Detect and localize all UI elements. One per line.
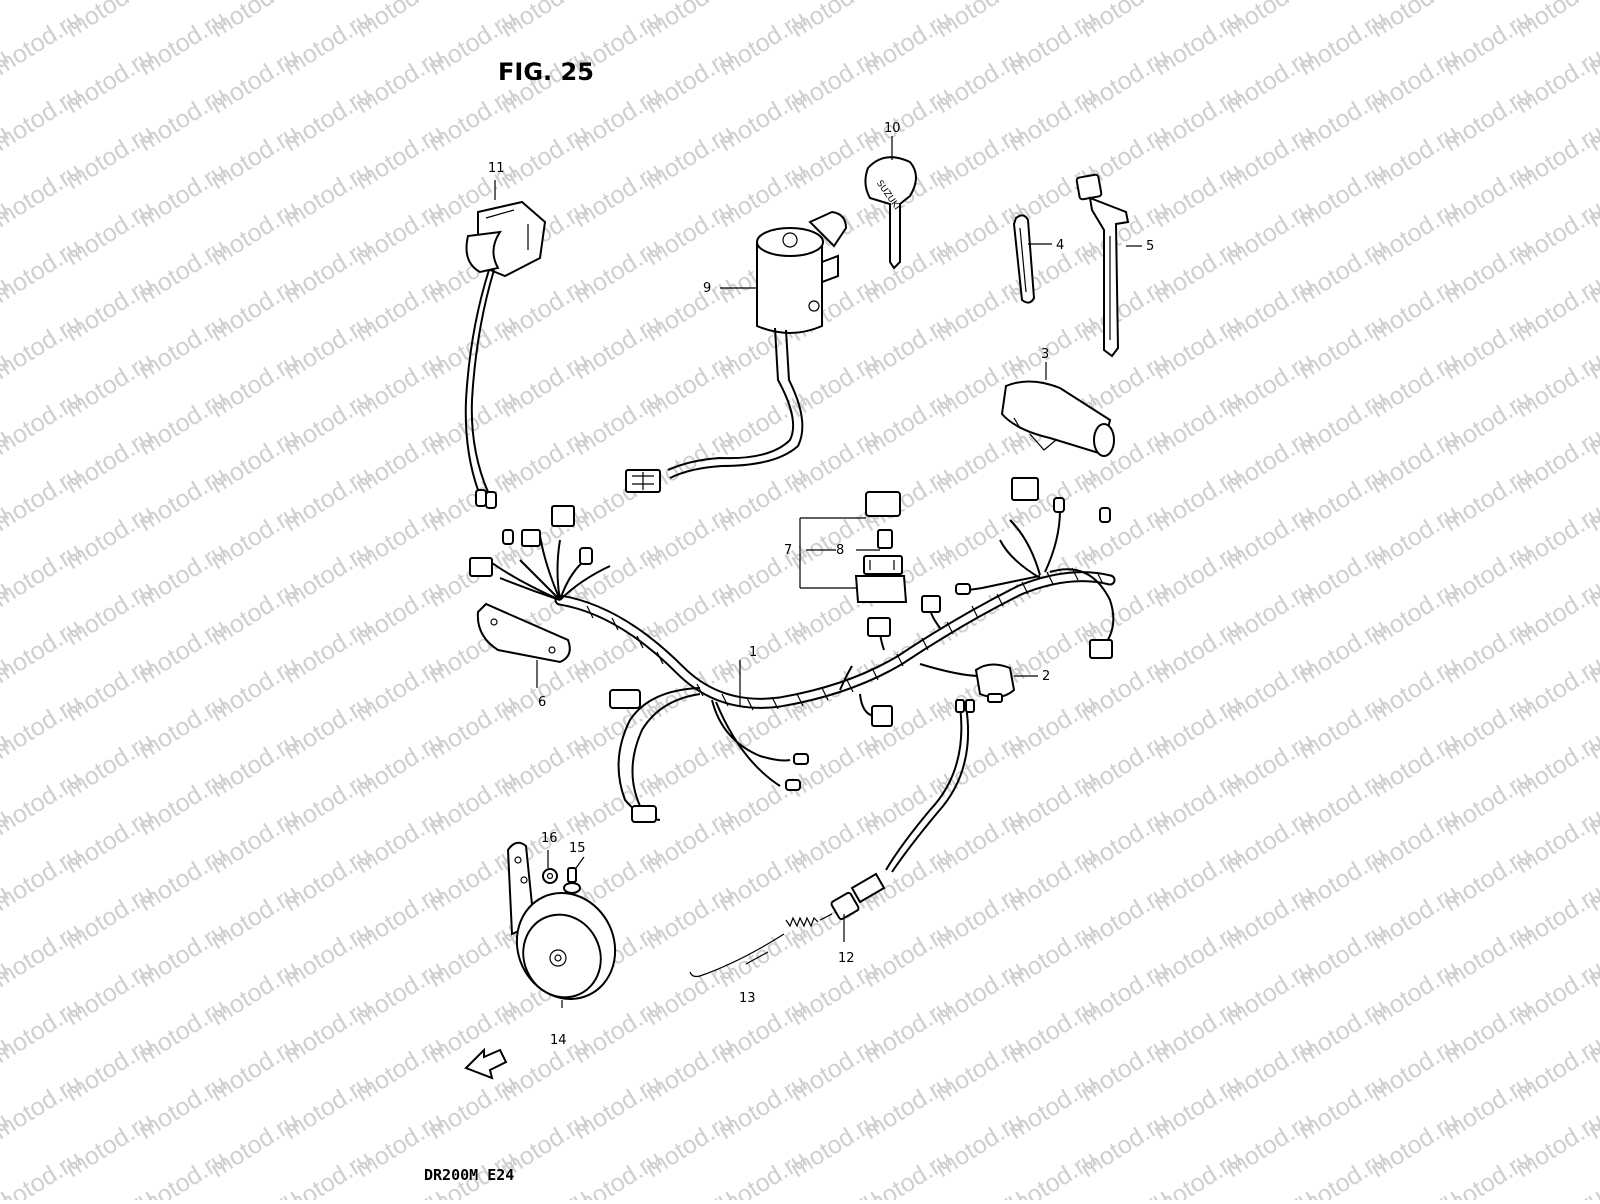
watermark-text: motod.ru: [1148, 0, 1247, 5]
harness-wrap-mark: [921, 637, 929, 651]
ignition-coil-part: [1000, 380, 1115, 457]
watermark-text: motod.ru: [0, 0, 87, 5]
harness-wrap-mark: [636, 635, 644, 649]
harness-wrap-mark: [821, 687, 829, 701]
screw-part: [563, 867, 581, 894]
watermark-text: motod.ru: [0, 1069, 87, 1145]
harness-wrap-mark: [611, 617, 619, 631]
harness-wrap-mark: [796, 693, 804, 707]
callout-2: 2: [1042, 669, 1050, 684]
watermark-text: motod.ru: [205, 1183, 304, 1200]
callout-6: 6: [538, 695, 546, 710]
watermark-text: motod.ru: [1293, 0, 1392, 5]
harness-wrap-mark: [746, 697, 754, 711]
return-spring-part: [689, 916, 819, 978]
callout-7: 7: [784, 543, 792, 558]
harness-wrap-mark: [586, 605, 594, 619]
callout-13: 13: [739, 991, 756, 1006]
wiring-harness-part: [469, 477, 1116, 823]
callout-16: 16: [541, 831, 558, 846]
watermark-text: motod.ru: [0, 385, 87, 461]
watermark-text: motod.ru: [858, 0, 957, 5]
cable-tie-part: [1075, 173, 1130, 358]
watermark-text: motod.ru: [0, 233, 87, 309]
watermark-text: motod.ru: [0, 81, 87, 157]
fuse-relay-part: [854, 491, 908, 603]
watermark-text: motod.ru: [0, 1145, 87, 1200]
callout-11: 11: [488, 161, 505, 176]
watermark-text: motod.ru: [0, 309, 87, 385]
watermark-text: motod.ru: [640, 1183, 739, 1200]
watermark-text: motod.ru: [1510, 1183, 1600, 1200]
washer-part: [542, 868, 558, 884]
watermark-text: motod.ru: [713, 0, 812, 5]
model-code: DR200M E24: [424, 1166, 514, 1184]
watermark-text: motod.ru: [0, 765, 87, 841]
harness-wrap-mark: [1096, 571, 1104, 585]
callout-15: 15: [569, 841, 586, 856]
forward-direction-arrow-icon: FWD: [464, 1047, 508, 1080]
watermark-text: motod.ru: [0, 537, 87, 613]
watermark-text: motod.ru: [0, 5, 87, 81]
figure-title: FIG. 25: [498, 58, 594, 86]
harness-wrap-mark: [896, 653, 904, 667]
callout-10: 10: [884, 121, 901, 136]
harness-wrap-mark: [656, 651, 664, 665]
harness-wrap-mark: [1021, 581, 1029, 595]
harness-wrap-mark: [996, 593, 1004, 607]
watermark-text: motod.ru: [278, 0, 377, 5]
harness-wrap-mark: [971, 605, 979, 619]
watermark-text: motod.ru: [0, 689, 87, 765]
brake-switch-part: [819, 699, 975, 921]
bracket-part: [476, 602, 571, 664]
harness-wrap-mark: [696, 683, 704, 697]
watermark-text: motod.ru: [0, 993, 87, 1069]
flasher-relay-part: [974, 663, 1016, 703]
callout-1: 1: [749, 645, 757, 660]
watermark-text: motod.ru: [0, 0, 14, 43]
harness-wrap-mark: [846, 679, 854, 693]
watermark-text: motod.ru: [930, 1183, 1029, 1200]
handlebar-switch-part: [464, 200, 547, 509]
watermark-text: motod.ru: [495, 1183, 594, 1200]
watermark-text: motod.ru: [1003, 0, 1102, 5]
watermark-text: motod.ru: [0, 157, 87, 233]
harness-wrap-mark: [771, 696, 779, 710]
watermark-text: motod.ru: [133, 0, 232, 5]
watermark-text: motod.ru: [0, 461, 87, 537]
watermark-text: motod.ru: [60, 1183, 159, 1200]
watermark-text: motod.ru: [1075, 1183, 1174, 1200]
callout-4: 4: [1056, 238, 1064, 253]
callout-8: 8: [836, 543, 844, 558]
callout-5: 5: [1146, 239, 1154, 254]
watermark-text: motod.ru: [0, 841, 87, 917]
harness-wrap-mark: [1046, 571, 1054, 585]
watermark-text: motod.ru: [785, 1183, 884, 1200]
harness-wrap-mark: [946, 621, 954, 635]
clamp-strip-part: [1012, 214, 1036, 304]
watermark-text: motod.ru: [423, 0, 522, 5]
harness-wrap-mark: [871, 667, 879, 681]
watermark-text: motod.ru: [0, 917, 87, 993]
watermark-text: motod.ru: [0, 613, 87, 689]
callout-12: 12: [838, 951, 855, 966]
callout-3: 3: [1041, 347, 1049, 362]
watermark-text: motod.ru: [1438, 0, 1537, 5]
leader-lines: [494, 136, 1142, 1008]
ignition-switch-part: [625, 210, 848, 493]
watermark-text: motod.ru: [350, 1183, 449, 1200]
horn-part: [506, 841, 617, 1000]
harness-wrap-mark: [721, 693, 729, 707]
callout-9: 9: [703, 281, 711, 296]
callout-14: 14: [550, 1033, 567, 1048]
watermark-text: motod.ru: [1220, 1183, 1319, 1200]
watermark-text: motod.ru: [1365, 1183, 1464, 1200]
watermark-text: motod.ru: [568, 0, 667, 5]
